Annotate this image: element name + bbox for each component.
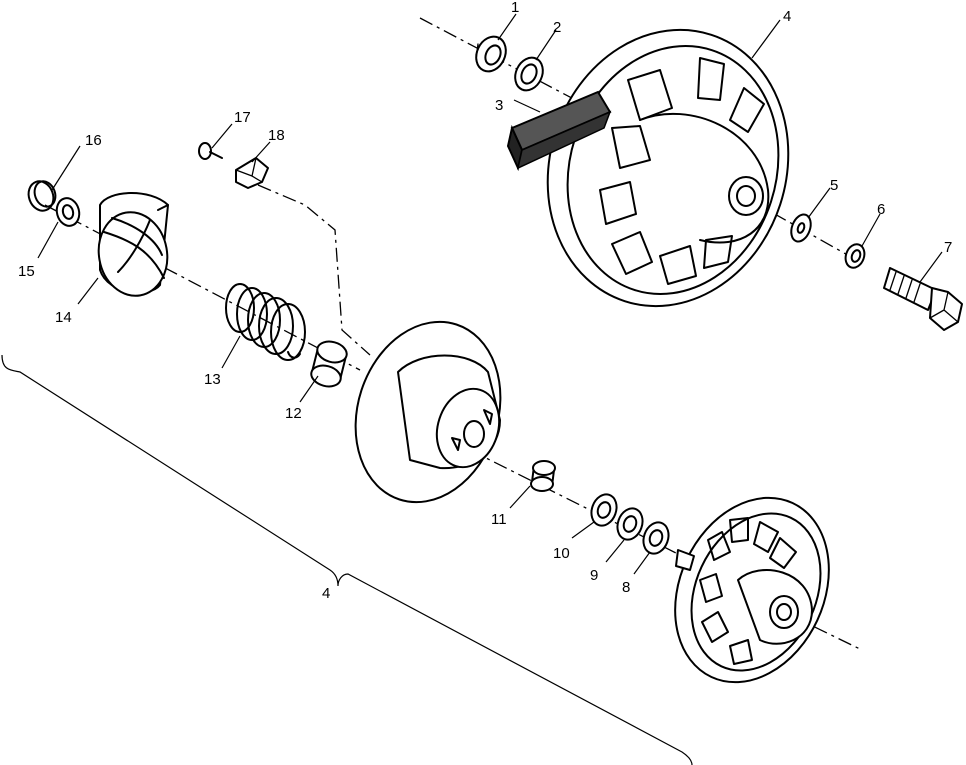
part-9-washer [616,507,644,541]
callout-4-sheave: 4 [783,8,791,25]
callout-3: 3 [495,97,503,114]
part-17-screw [198,142,223,160]
callout-labels: 1 2 3 4 5 6 7 8 9 10 11 12 13 14 15 16 1… [18,0,952,602]
part-1-nut [475,35,507,73]
callout-18: 18 [268,127,285,144]
callout-11: 11 [491,511,507,528]
assembly-bracket [1,354,693,765]
callout-5: 5 [830,177,838,194]
part-4-fixed-sheave [546,28,790,308]
part-14-helix-cam [97,192,169,297]
part-11-bushing [530,460,556,492]
part-7-bolt [883,267,963,331]
callout-2: 2 [553,19,561,36]
part-16-snap-ring [27,180,57,212]
callout-13: 13 [204,371,221,388]
part-13-spring [225,283,306,361]
callout-14: 14 [55,309,72,326]
callout-7: 7 [944,239,952,256]
callout-10: 10 [553,545,570,562]
callout-6: 6 [877,201,885,218]
callout-4-assembly: 4 [322,585,330,602]
callout-16: 16 [85,132,102,149]
part-18-cam-button [235,157,269,189]
part-moveable-sheave [354,320,502,504]
callout-12: 12 [285,405,302,422]
part-10-washer [590,493,618,527]
part-15-washer [55,197,81,227]
part-5-washer [790,213,812,243]
part-3-drive-belt [506,90,612,172]
leader-lines [37,13,943,575]
callout-15: 15 [18,263,35,280]
callout-8: 8 [622,579,630,596]
part-4-sheave-assembly-lower [674,496,830,684]
callout-17: 17 [234,109,251,126]
callout-9: 9 [590,567,598,584]
part-2-washer [514,56,544,92]
part-12-bushing [310,340,348,388]
part-6-lock-washer [844,243,866,269]
part-8-spacer [642,521,670,555]
callout-1: 1 [511,0,519,16]
